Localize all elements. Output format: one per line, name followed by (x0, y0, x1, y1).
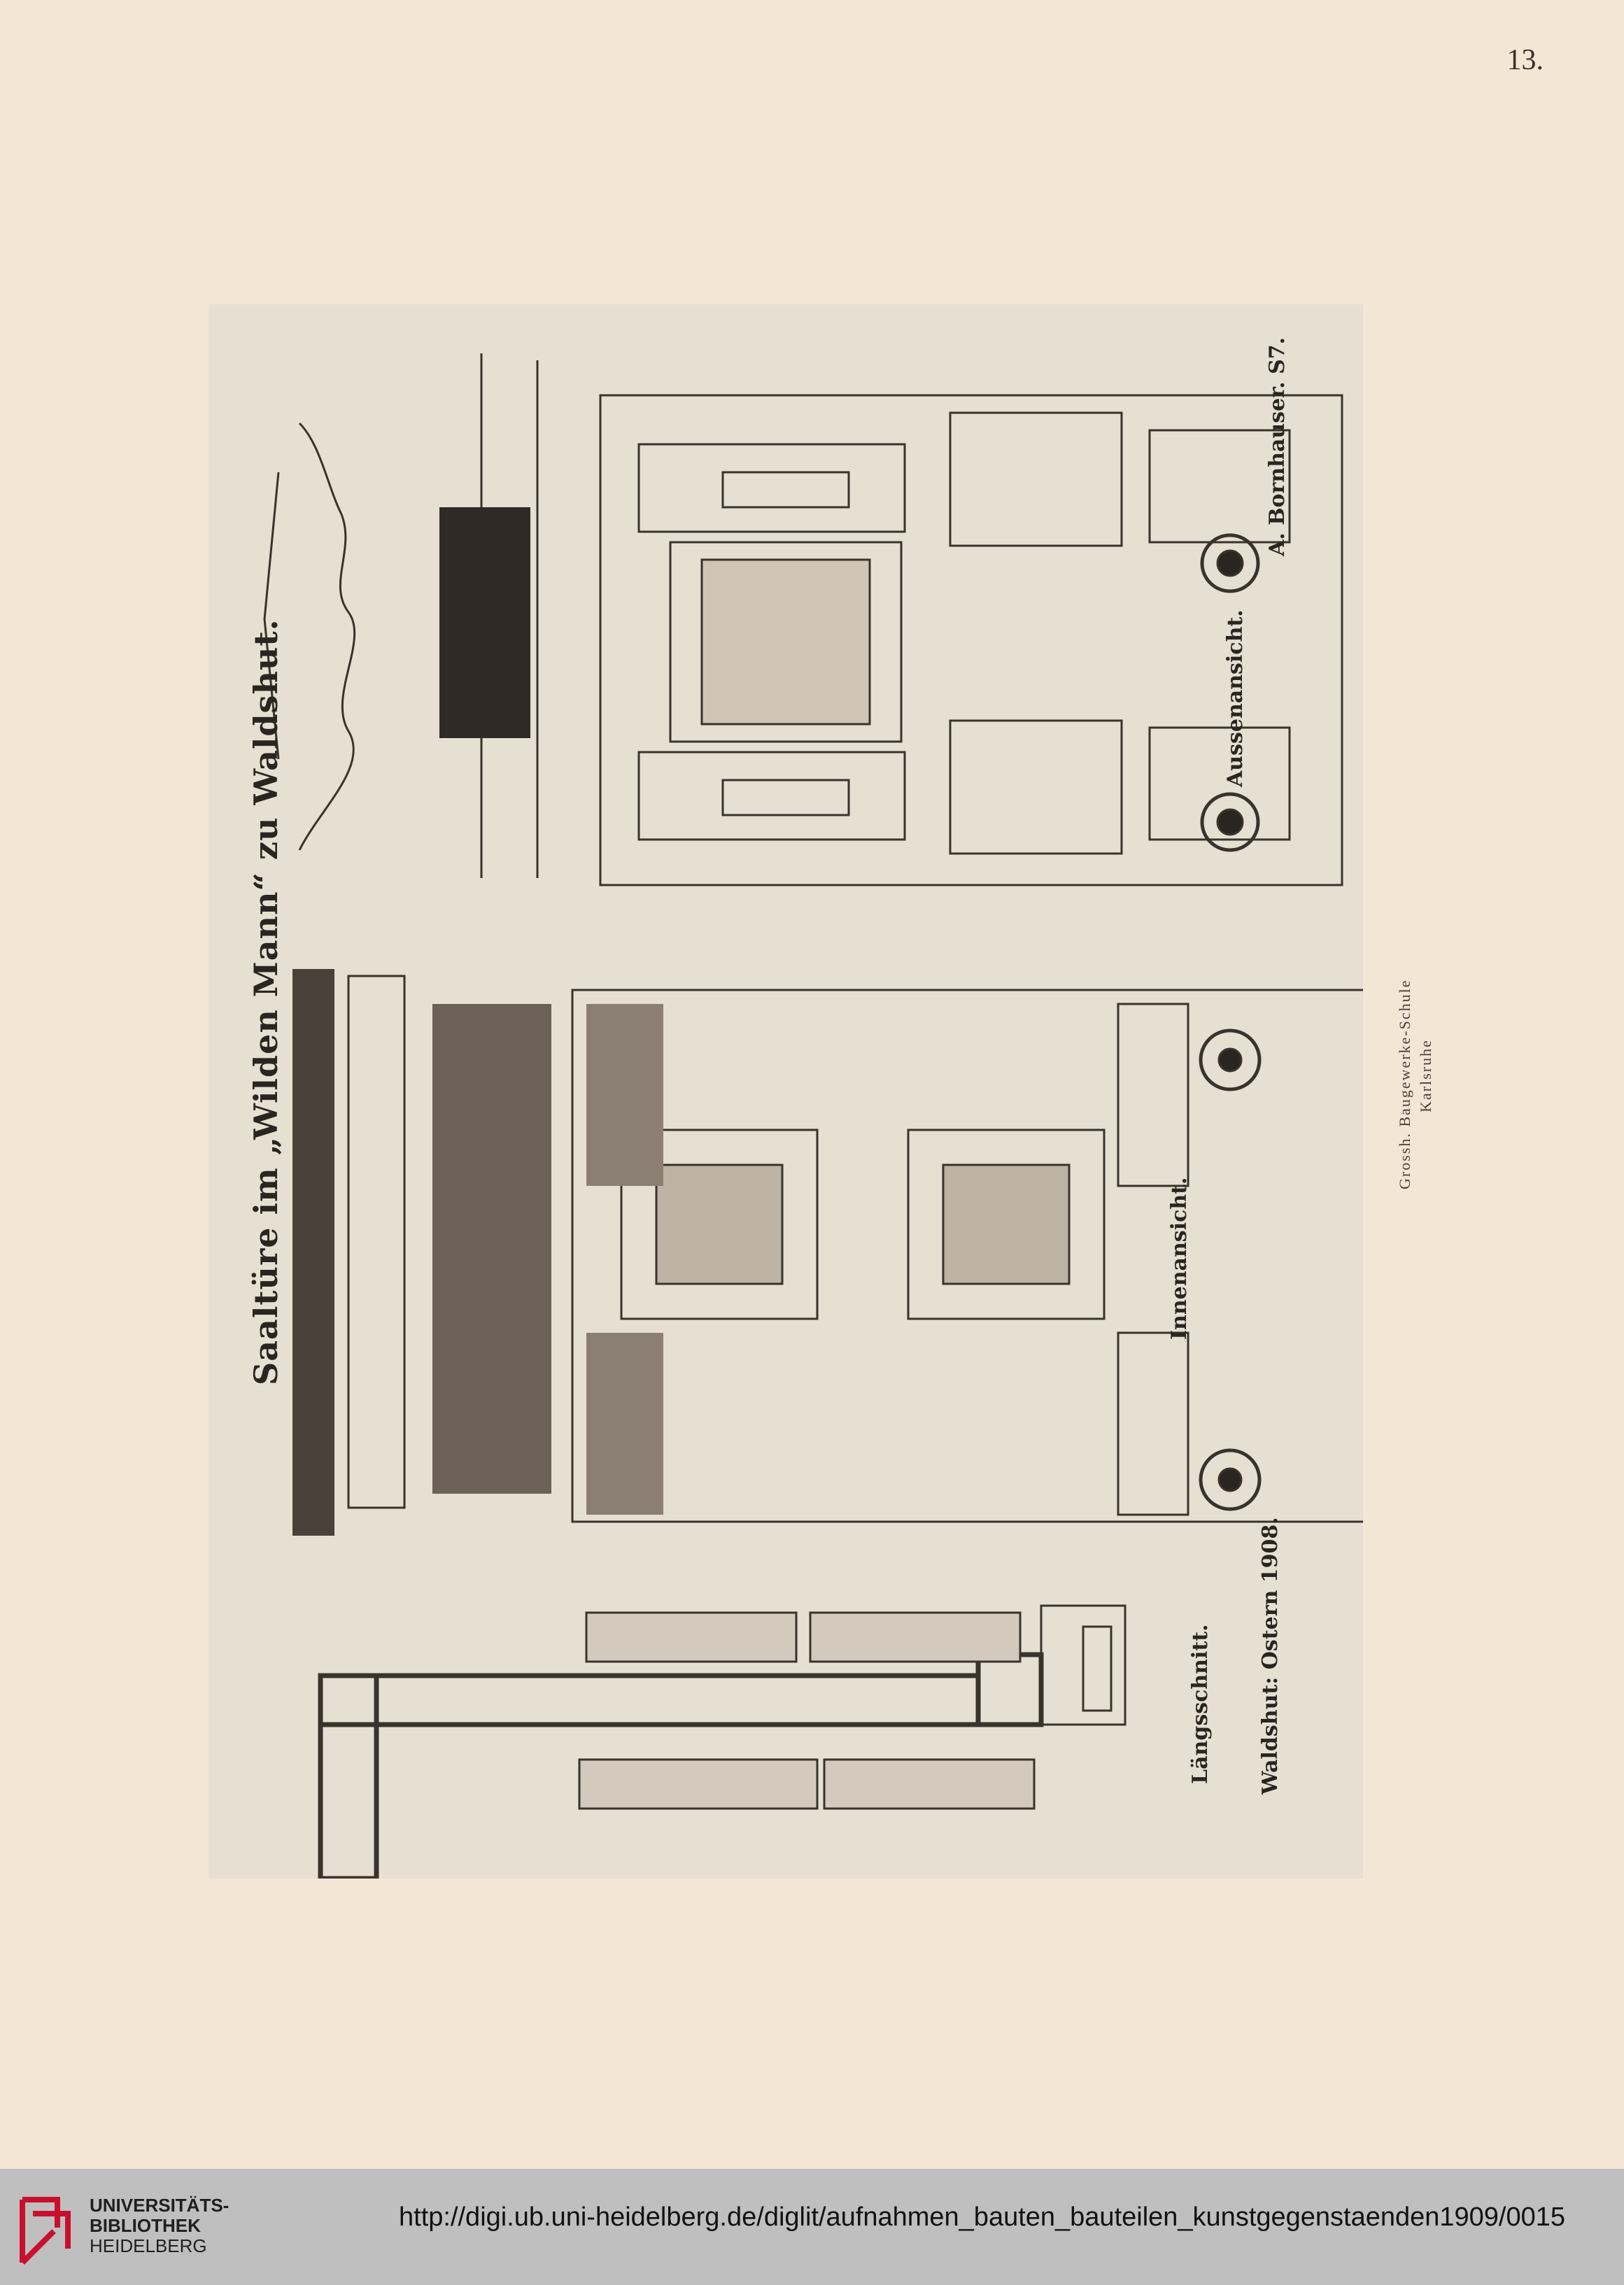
label-outer-view: Aussenansicht. (1223, 609, 1248, 787)
label-section-view: Längsschnitt. (1188, 1624, 1213, 1784)
author-signature: A. Bornhauser. S7. (1265, 337, 1290, 556)
plate-title: Saaltüre im „Wilden Mann“ zu Waldshut. (247, 618, 285, 1385)
school-line-2: Karlsruhe (1417, 1039, 1434, 1112)
footer-bar: UNIVERSITÄTS- BIBLIOTHEK HEIDELBERG http… (0, 2169, 1624, 2285)
drawing-plate: Saaltüre im „Wilden Mann“ zu Waldshut. A… (209, 304, 1363, 1879)
page-number: 13. (1506, 44, 1544, 76)
library-name-line-2: BIBLIOTHEK (90, 2215, 201, 2236)
date-line: Waldshut: Ostern 1908. (1258, 1517, 1283, 1795)
inner-elevation-drawing (292, 969, 1363, 1536)
label-inner-view: Innenansicht. (1167, 1177, 1192, 1340)
library-name: UNIVERSITÄTS- BIBLIOTHEK HEIDELBERG (90, 2195, 229, 2256)
architectural-drawing (263, 353, 1363, 1879)
library-name-line-3: HEIDELBERG (90, 2235, 207, 2256)
section-drawing (318, 1604, 1127, 1879)
library-logo-icon[interactable] (15, 2186, 80, 2268)
outer-elevation-drawing (263, 353, 1343, 886)
library-name-line-1: UNIVERSITÄTS- (90, 2195, 230, 2216)
school-line-1: Grossh. Baugewerke-Schule (1396, 979, 1413, 1190)
permalink-url[interactable]: http://digi.ub.uni-heidelberg.de/diglit/… (399, 2202, 1566, 2232)
